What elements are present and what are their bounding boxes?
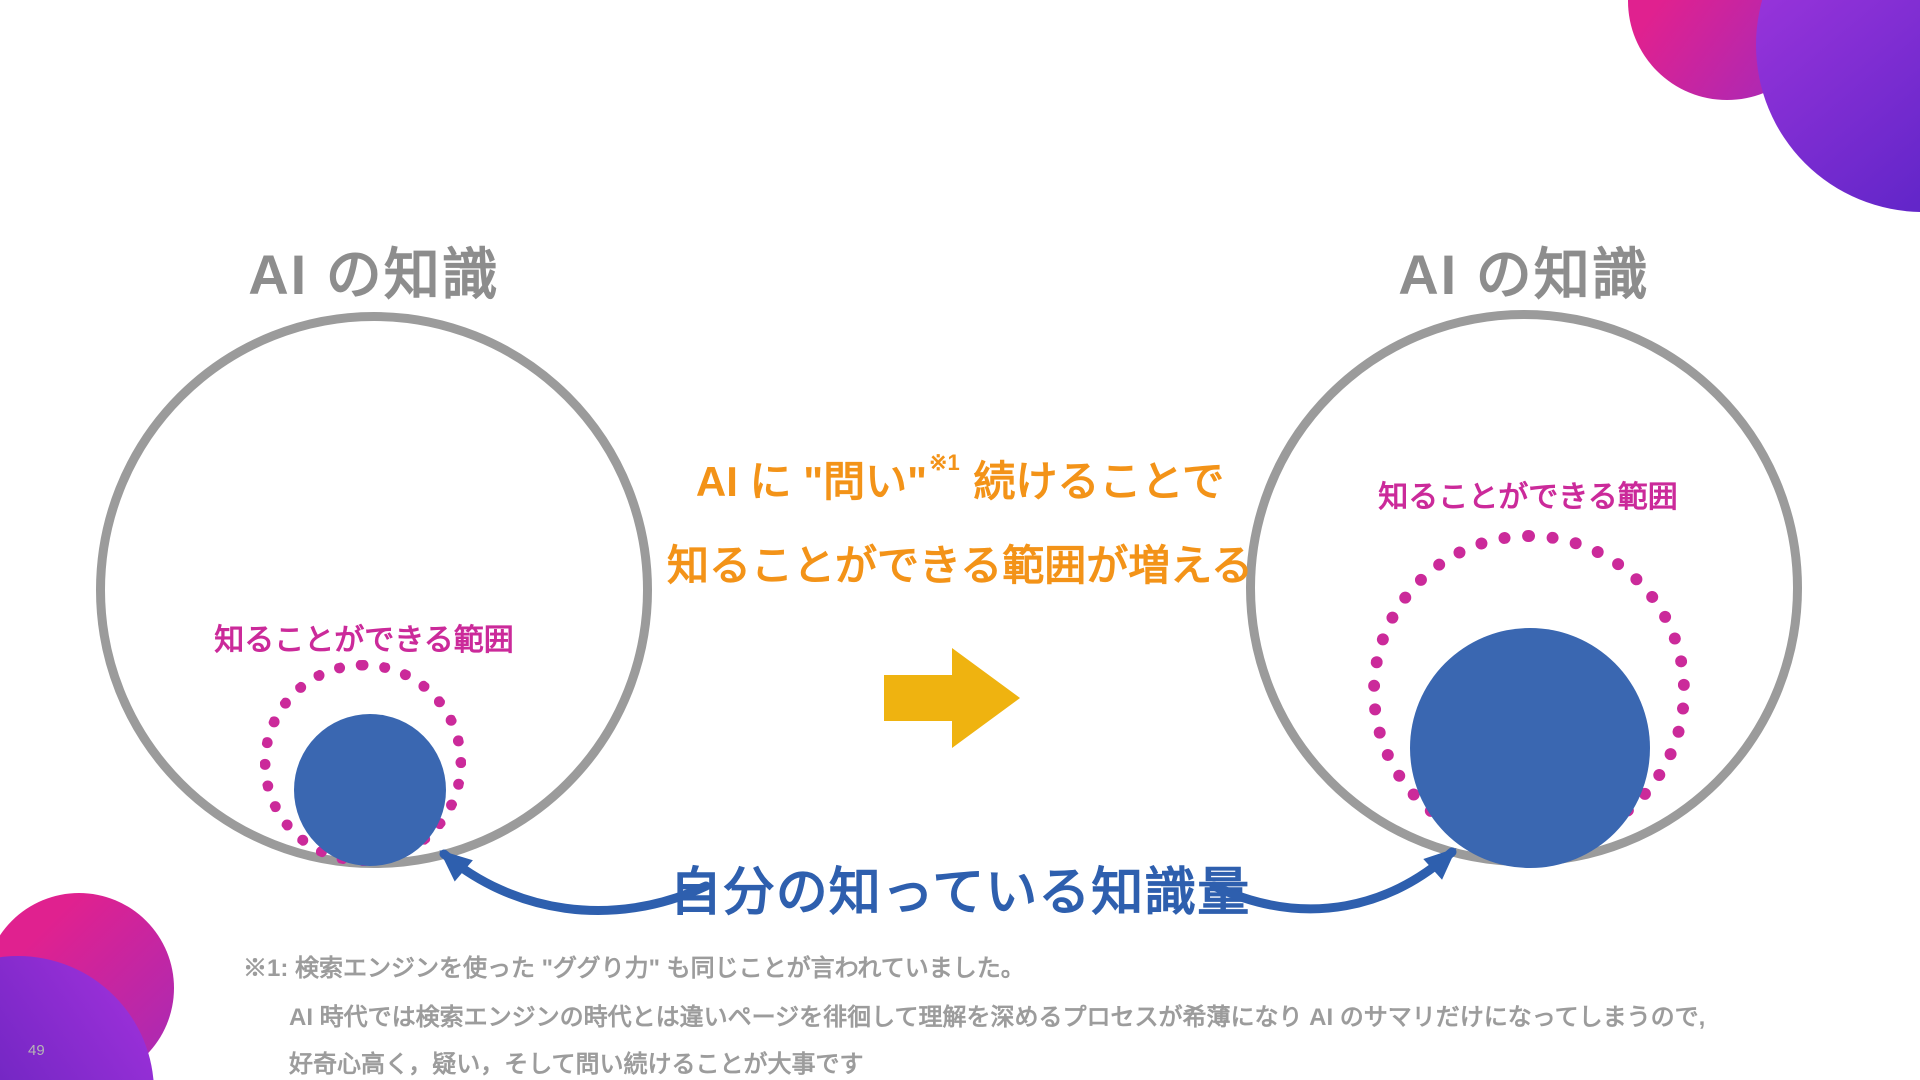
page-number: 49 [28, 1042, 45, 1059]
right-own-knowledge-circle [1410, 628, 1650, 868]
caption-line1-suffix: 続けることで [961, 458, 1225, 505]
own-knowledge-amount-label: 自分の知っている知識量 [669, 864, 1251, 922]
caption-line2: 知ることができる範囲が増える [667, 542, 1253, 590]
left-ai-knowledge-title: AI の知識 [248, 243, 500, 306]
left-own-knowledge-circle [294, 714, 446, 866]
caption-line1-prefix: AI に "問い" [695, 458, 928, 505]
right-knowable-range-label: 知ることができる範囲 [1378, 481, 1678, 514]
footnote-line-2: AI 時代では検索エンジンの時代とは違いページを徘徊して理解を深めるプロセスが希… [289, 1004, 1706, 1031]
left-knowable-range-label: 知ることができる範囲 [214, 624, 514, 657]
footnotes: ※1: 検索エンジンを使った "ググり力" も同じことが言われていました。 AI… [243, 948, 1705, 1079]
center-caption: AI に "問い"※1 続けることで 知ることができる範囲が増える [640, 450, 1280, 593]
caption-line1: AI に "問い"※1 続けることで [640, 450, 1280, 507]
right-ai-knowledge-title: AI の知識 [1398, 243, 1650, 306]
footnote-marker-superscript: ※1 [929, 450, 960, 475]
corner-decoration-top-right-purple-circle [1756, 0, 1920, 212]
footnote-line-1: ※1: 検索エンジンを使った "ググり力" も同じことが言われていました。 [243, 955, 1025, 982]
footnote-line-3: 好奇心高く，疑い，そして問い続けることが大事です [289, 1051, 864, 1078]
right-block-arrow-icon [884, 648, 1020, 748]
